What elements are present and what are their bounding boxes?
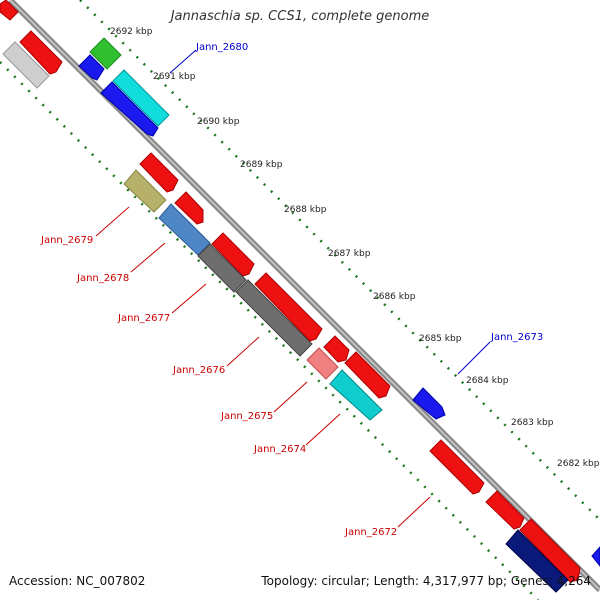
map-title: Jannaschia sp. CCS1, complete genome <box>170 9 430 24</box>
gene-blue-2673[interactable] <box>412 387 446 420</box>
genes-outer <box>78 37 600 567</box>
leader-2677 <box>171 283 207 314</box>
gene-red-topleft-b[interactable] <box>19 30 63 75</box>
genes-inner <box>0 0 581 593</box>
tick-label: 2689 kbp <box>240 160 283 170</box>
leader-2675 <box>273 381 308 413</box>
gene-label-2679[interactable]: Jann_2679 <box>40 235 93 246</box>
gene-darkgrey-2676[interactable] <box>235 279 313 357</box>
tick-label: 2691 kbp <box>153 72 196 82</box>
label-leaders <box>95 49 491 528</box>
gene-grey-light[interactable] <box>2 41 50 89</box>
leader-2673 <box>457 341 491 375</box>
leader-2679 <box>95 206 130 237</box>
gene-cyan-2674[interactable] <box>329 369 383 421</box>
tick-label: 2685 kbp <box>419 334 462 344</box>
leader-2678 <box>130 242 166 273</box>
leader-2680 <box>169 49 197 74</box>
tick-label: 2690 kbp <box>197 117 240 127</box>
gene-olive[interactable] <box>123 169 167 213</box>
topology-summary: Topology: circular; Length: 4,317,977 bp… <box>261 574 591 588</box>
gene-red-2678[interactable] <box>174 191 204 225</box>
backbone-highlight <box>9 0 600 591</box>
inner-dotted-guide <box>0 61 539 600</box>
gene-label-2680[interactable]: Jann_2680 <box>195 42 248 53</box>
gene-green-block[interactable] <box>89 37 122 70</box>
gene-red-2674[interactable] <box>344 351 391 399</box>
gene-pink-2675[interactable] <box>306 347 339 380</box>
gene-darkgrey-2677[interactable] <box>197 243 247 293</box>
leader-2674 <box>305 413 341 446</box>
genome-backbone <box>7 0 600 593</box>
tick-label: 2692 kbp <box>110 27 153 37</box>
tick-label: 2683 kbp <box>511 418 554 428</box>
leader-2676 <box>226 336 260 367</box>
gene-blue-long[interactable] <box>100 81 159 137</box>
leader-2672 <box>397 496 431 528</box>
gene-blue-edge[interactable] <box>591 546 600 567</box>
tick-label: 2688 kbp <box>284 205 327 215</box>
gene-label-2672[interactable]: Jann_2672 <box>344 527 397 538</box>
tick-label: 2687 kbp <box>328 249 371 259</box>
tick-label: 2684 kbp <box>466 376 509 386</box>
gene-label-2677[interactable]: Jann_2677 <box>117 313 170 324</box>
gene-label-2673[interactable]: Jann_2673 <box>490 332 543 343</box>
gene-label-2676[interactable]: Jann_2676 <box>172 365 225 376</box>
gene-blue-small[interactable] <box>78 54 105 81</box>
gene-red-2672-a[interactable] <box>429 439 485 495</box>
gene-red-2672-b[interactable] <box>485 490 525 530</box>
gene-label-2678[interactable]: Jann_2678 <box>76 273 129 284</box>
gene-navy[interactable] <box>505 529 569 593</box>
gene-red-2679[interactable] <box>139 152 179 193</box>
tick-label: 2682 kbp <box>557 459 600 469</box>
accession-text: Accession: NC_007802 <box>9 574 146 588</box>
gene-label-2675[interactable]: Jann_2675 <box>220 411 273 422</box>
tick-label: 2686 kbp <box>373 292 416 302</box>
gene-label-2674[interactable]: Jann_2674 <box>253 444 306 455</box>
tick-labels: 2692 kbp 2691 kbp 2690 kbp 2689 kbp 2688… <box>110 27 600 469</box>
gene-red-2677[interactable] <box>211 232 255 277</box>
gene-steelblue-2678[interactable] <box>158 203 211 256</box>
gene-red-2676[interactable] <box>254 272 323 342</box>
gene-cyan-long[interactable] <box>112 69 170 127</box>
gene-red-topleft-a[interactable] <box>0 0 19 21</box>
gene-labels: Jann_2680 Jann_2679 Jann_2678 Jann_2677 … <box>40 42 543 538</box>
gene-red-small-2675[interactable] <box>323 335 350 363</box>
